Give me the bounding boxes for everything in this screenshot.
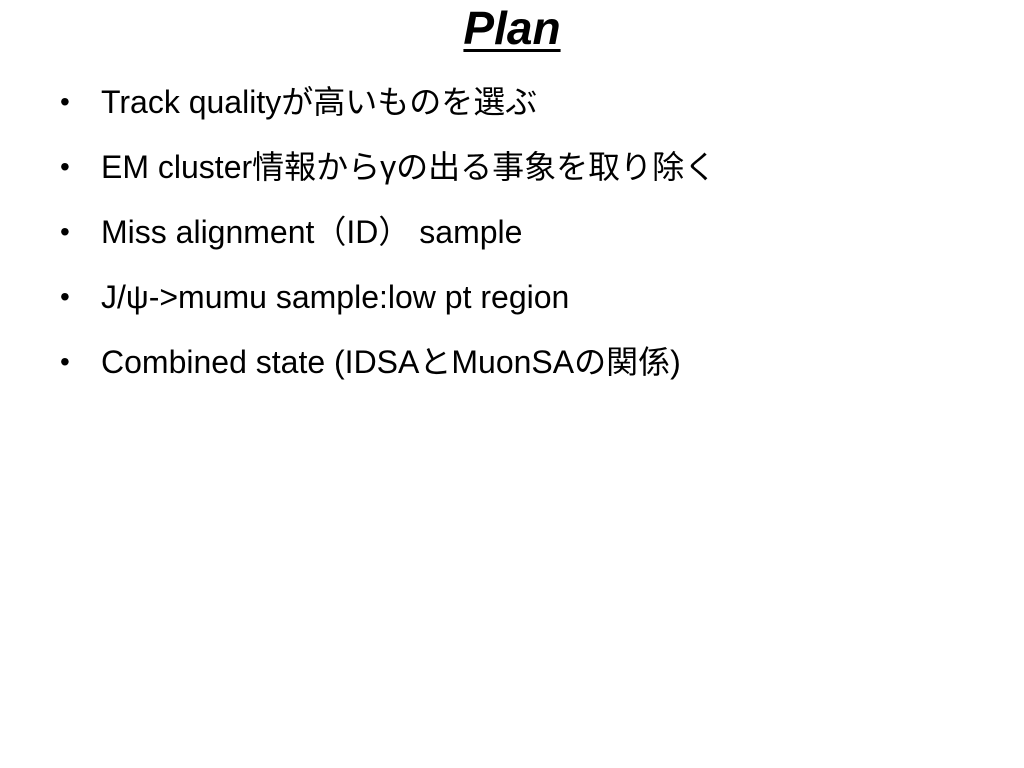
bullet-dot: • [60, 346, 70, 377]
bullet-item: • Combined state (IDSAとMuonSAの関係) [60, 332, 1000, 397]
bullet-item: • J/ψ->mumu sample:low pt region [60, 267, 1000, 332]
bullet-text: Miss alignment（ID） sample [101, 214, 523, 250]
bullet-text: Combined state (IDSAとMuonSAの関係) [101, 344, 681, 380]
bullet-text: Track qualityが高いものを選ぶ [101, 84, 538, 120]
bullet-dot: • [60, 281, 70, 312]
bullet-item: • EM cluster情報からγの出る事象を取り除く [60, 137, 1000, 202]
bullet-text: J/ψ->mumu sample:low pt region [101, 279, 570, 315]
bullet-item: • Miss alignment（ID） sample [60, 202, 1000, 267]
bullet-text: EM cluster情報からγの出る事象を取り除く [101, 149, 717, 185]
slide-title: Plan [463, 2, 561, 54]
bullet-dot: • [60, 151, 70, 182]
bullet-dot: • [60, 86, 70, 117]
bullet-dot: • [60, 216, 70, 247]
bullet-list: • Track qualityが高いものを選ぶ • EM cluster情報から… [60, 72, 1000, 397]
bullet-item: • Track qualityが高いものを選ぶ [60, 72, 1000, 137]
